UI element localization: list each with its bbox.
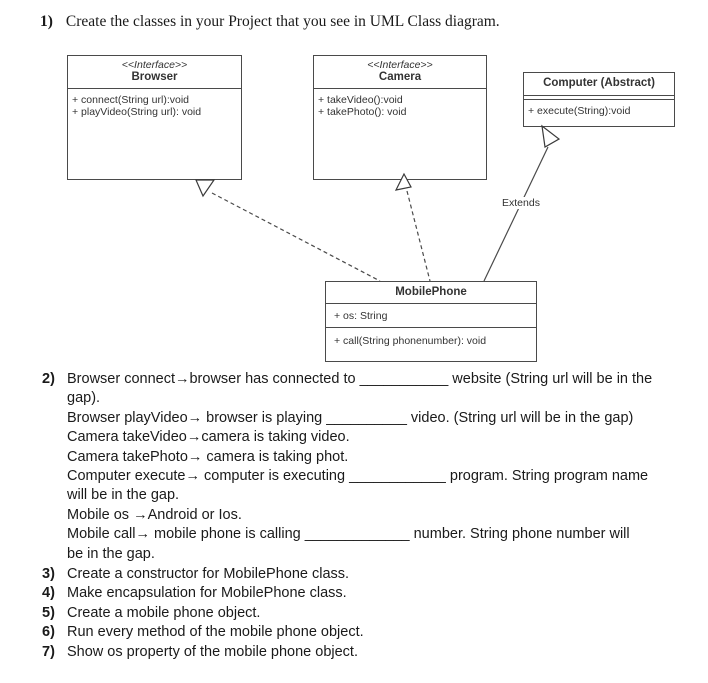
mobilephone-methods: + call(String phonenumber): void [326, 328, 536, 353]
list-number: 6) [42, 624, 55, 641]
text-line: Camera takeVideo→camera is taking video. [67, 429, 350, 446]
list-number: 2) [42, 371, 55, 387]
text-line: gap). [67, 390, 101, 407]
text-line: Browser connect→browser has connected to… [67, 371, 653, 387]
uml-method: + takePhoto(): void [318, 106, 407, 118]
text-line: Browser playVideo→ browser is playing __… [67, 409, 634, 426]
compartment-divider [524, 99, 674, 100]
uml-attribute: + os: String [334, 310, 388, 322]
list-item-text: Show os property of the mobile phone obj… [67, 643, 358, 660]
uml-method: + execute(String):void [528, 105, 631, 117]
list-number: 4) [42, 585, 55, 602]
compartment-divider [68, 88, 241, 89]
generalization-triangle-computer [541, 124, 561, 148]
uml-method: + connect(String url):void [72, 94, 190, 106]
text-line: Camera takePhoto→ camera is taking phot. [67, 448, 349, 465]
list-item-1: 1) Create the classes in your Project tha… [40, 13, 500, 31]
camera-header: <<Interface>> Camera [314, 56, 486, 88]
text-line: will be in the gap. [67, 487, 180, 504]
uml-method: + takeVideo():void [318, 94, 403, 106]
list-item-2: 2) Browser connect→browser has connected… [42, 370, 652, 564]
camera-class-name: Camera [378, 71, 422, 83]
text-line: Mobile os →Android or Ios. [67, 506, 242, 523]
compartment-divider [326, 303, 536, 304]
realization-triangle-browser [195, 179, 216, 198]
browser-class-name: Browser [131, 71, 178, 83]
list-item-7: 7) Show os property of the mobile phone … [42, 643, 364, 662]
browser-stereotype: <<Interface>> [121, 59, 188, 71]
list-item-3: 3) Create a constructor for MobilePhone … [42, 565, 364, 584]
realization-line-browser [211, 192, 381, 282]
compartment-divider [314, 88, 486, 89]
list-item-2-lines: Browser connect→browser has connected to… [67, 370, 652, 564]
text-line: be in the gap. [67, 545, 155, 562]
text-line: Mobile call→ mobile phone is calling ___… [67, 526, 630, 543]
uml-class-mobilephone: MobilePhone + os: String + call(String p… [325, 281, 537, 362]
list-item-text: Make encapsulation for MobilePhone class… [67, 585, 347, 602]
uml-class-browser: <<Interface>> Browser + connect(String u… [67, 55, 242, 180]
list-number: 3) [42, 566, 55, 582]
list-number: 1) [40, 13, 53, 30]
mobilephone-attributes: + os: String [326, 304, 536, 327]
generalization-line-computer [483, 146, 549, 282]
browser-methods: + connect(String url):void + playVideo(S… [68, 89, 241, 121]
list-number: 7) [42, 643, 55, 660]
list-item-text: Create a constructor for MobilePhone cla… [67, 566, 350, 582]
numbered-list-3-7: 3) Create a constructor for MobilePhone … [42, 565, 364, 662]
list-item-text: Run every method of the mobile phone obj… [67, 624, 364, 641]
realization-line-camera [406, 190, 431, 282]
computer-methods: + execute(String):void [524, 100, 674, 120]
list-number: 5) [42, 604, 55, 621]
compartment-divider [524, 95, 674, 96]
mobilephone-header: MobilePhone [326, 282, 536, 303]
computer-header: Computer (Abstract) [524, 73, 674, 95]
list-item-6: 6) Run every method of the mobile phone … [42, 623, 364, 642]
extends-relationship-label: Extends [501, 197, 541, 209]
list-item-text: Create the classes in your Project that … [65, 13, 500, 30]
uml-method: + playVideo(String url): void [72, 106, 202, 118]
camera-stereotype: <<Interface>> [367, 59, 433, 71]
computer-class-name: Computer (Abstract) [543, 77, 655, 89]
list-item-5: 5) Create a mobile phone object. [42, 604, 364, 623]
text-line: Computer execute→ computer is executing … [67, 468, 649, 485]
uml-class-camera: <<Interface>> Camera + takeVideo():void … [313, 55, 487, 180]
list-item-text: Create a mobile phone object. [67, 604, 261, 621]
mobilephone-class-name: MobilePhone [395, 286, 467, 298]
browser-header: <<Interface>> Browser [68, 56, 241, 88]
list-item-4: 4) Make encapsulation for MobilePhone cl… [42, 584, 364, 603]
camera-methods: + takeVideo():void + takePhoto(): void [314, 89, 486, 121]
uml-method: + call(String phonenumber): void [334, 335, 487, 347]
uml-class-computer: Computer (Abstract) + execute(String):vo… [523, 72, 675, 127]
compartment-divider [326, 327, 536, 328]
